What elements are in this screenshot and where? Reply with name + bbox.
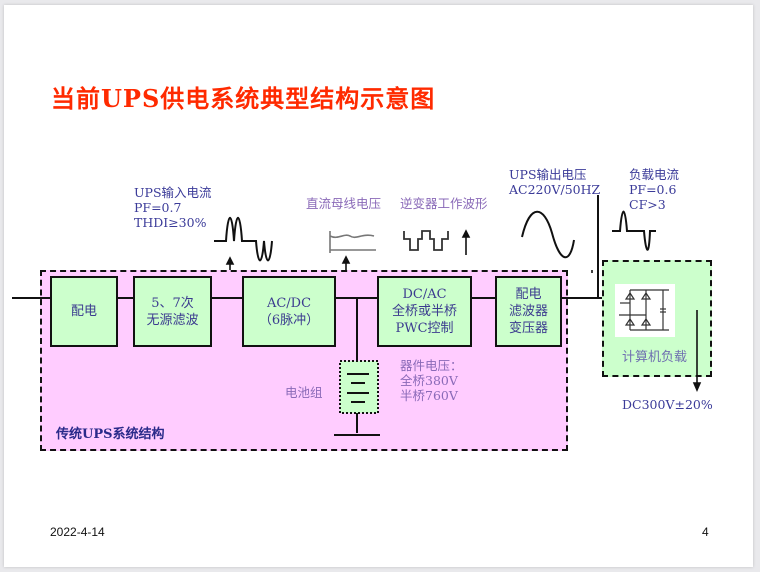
traditional-ups-label: 传统UPS系统结构 [56,427,165,442]
block-label: AC/DC [266,295,312,311]
page-number: 4 [702,525,709,539]
block-label: DC/AC [402,287,447,302]
label-line: THDI≥30% [134,215,207,230]
slide: 当前UPS供电系统典型结构示意图 [4,5,753,567]
input-current-label: UPS输入电流 PF=0.7 THDI≥30% [134,185,212,230]
block-output-filter: 配电 滤波器 变压器 [495,276,562,347]
label-line: 负载电流 [629,167,680,182]
load-current-label: 负载电流 PF=0.6 CF>3 [629,167,679,212]
label-line: PF=0.6 [629,182,677,197]
label-line: 全桥380V [400,373,458,388]
label-line: PF=0.7 [134,200,182,215]
slide-title: 当前UPS供电系统典型结构示意图 [51,84,436,113]
block-distribution: 配电 [50,276,118,347]
label-line: UPS输入电流 [134,185,212,200]
label-line: CF>3 [629,197,666,212]
label-line: UPS输出电压 [509,167,587,182]
block-label: 配电 [70,304,97,319]
dc-bus-voltage-label: 直流母线电压 [306,196,382,211]
block-label: 变压器 [508,321,548,336]
block-label: 配电 [515,287,542,302]
inverter-waveform-label: 逆变器工作波形 [400,196,488,211]
block-label: （6脉冲） [258,312,320,328]
rectifier-bridge-image [615,284,675,337]
battery-box [339,360,379,414]
battery-icon [347,373,369,403]
block-inverter: DC/AC 全桥或半桥 PWC控制 [377,276,472,347]
block-passive-filter: 5、7次 无源滤波 [133,276,212,347]
rectifier-bridge-icon [619,289,669,331]
label-line: AC220V/50HZ [509,182,601,197]
inverter-waveform [403,230,449,251]
output-voltage-waveform [521,210,575,259]
block-label: PWC控制 [395,321,454,336]
footer-date: 2022-4-14 [50,525,105,539]
block-label: 无源滤波 [146,312,199,328]
dc-voltage-label: DC300V±20% [622,397,713,412]
device-voltage-label: 器件电压： 全桥380V 半桥760V [400,358,463,403]
label-line: 半桥760V [400,388,458,403]
label-line: 器件电压： [400,358,463,373]
block-label: 全桥或半桥 [391,304,457,319]
block-label: 滤波器 [508,304,548,319]
block-label: 5、7次 [151,295,194,311]
load-current-waveform [612,210,656,251]
wiring-diagram [12,195,702,436]
ups-output-voltage-label: UPS输出电压 AC220V/50HZ [509,167,600,197]
dc-bus-waveform [329,231,376,253]
input-current-waveform [214,217,273,262]
output-wire [562,195,599,299]
block-rectifier: AC/DC （6脉冲） [242,276,336,347]
battery-label: 电池组 [285,385,323,400]
computer-load-label: 计算机负载 [622,350,688,365]
